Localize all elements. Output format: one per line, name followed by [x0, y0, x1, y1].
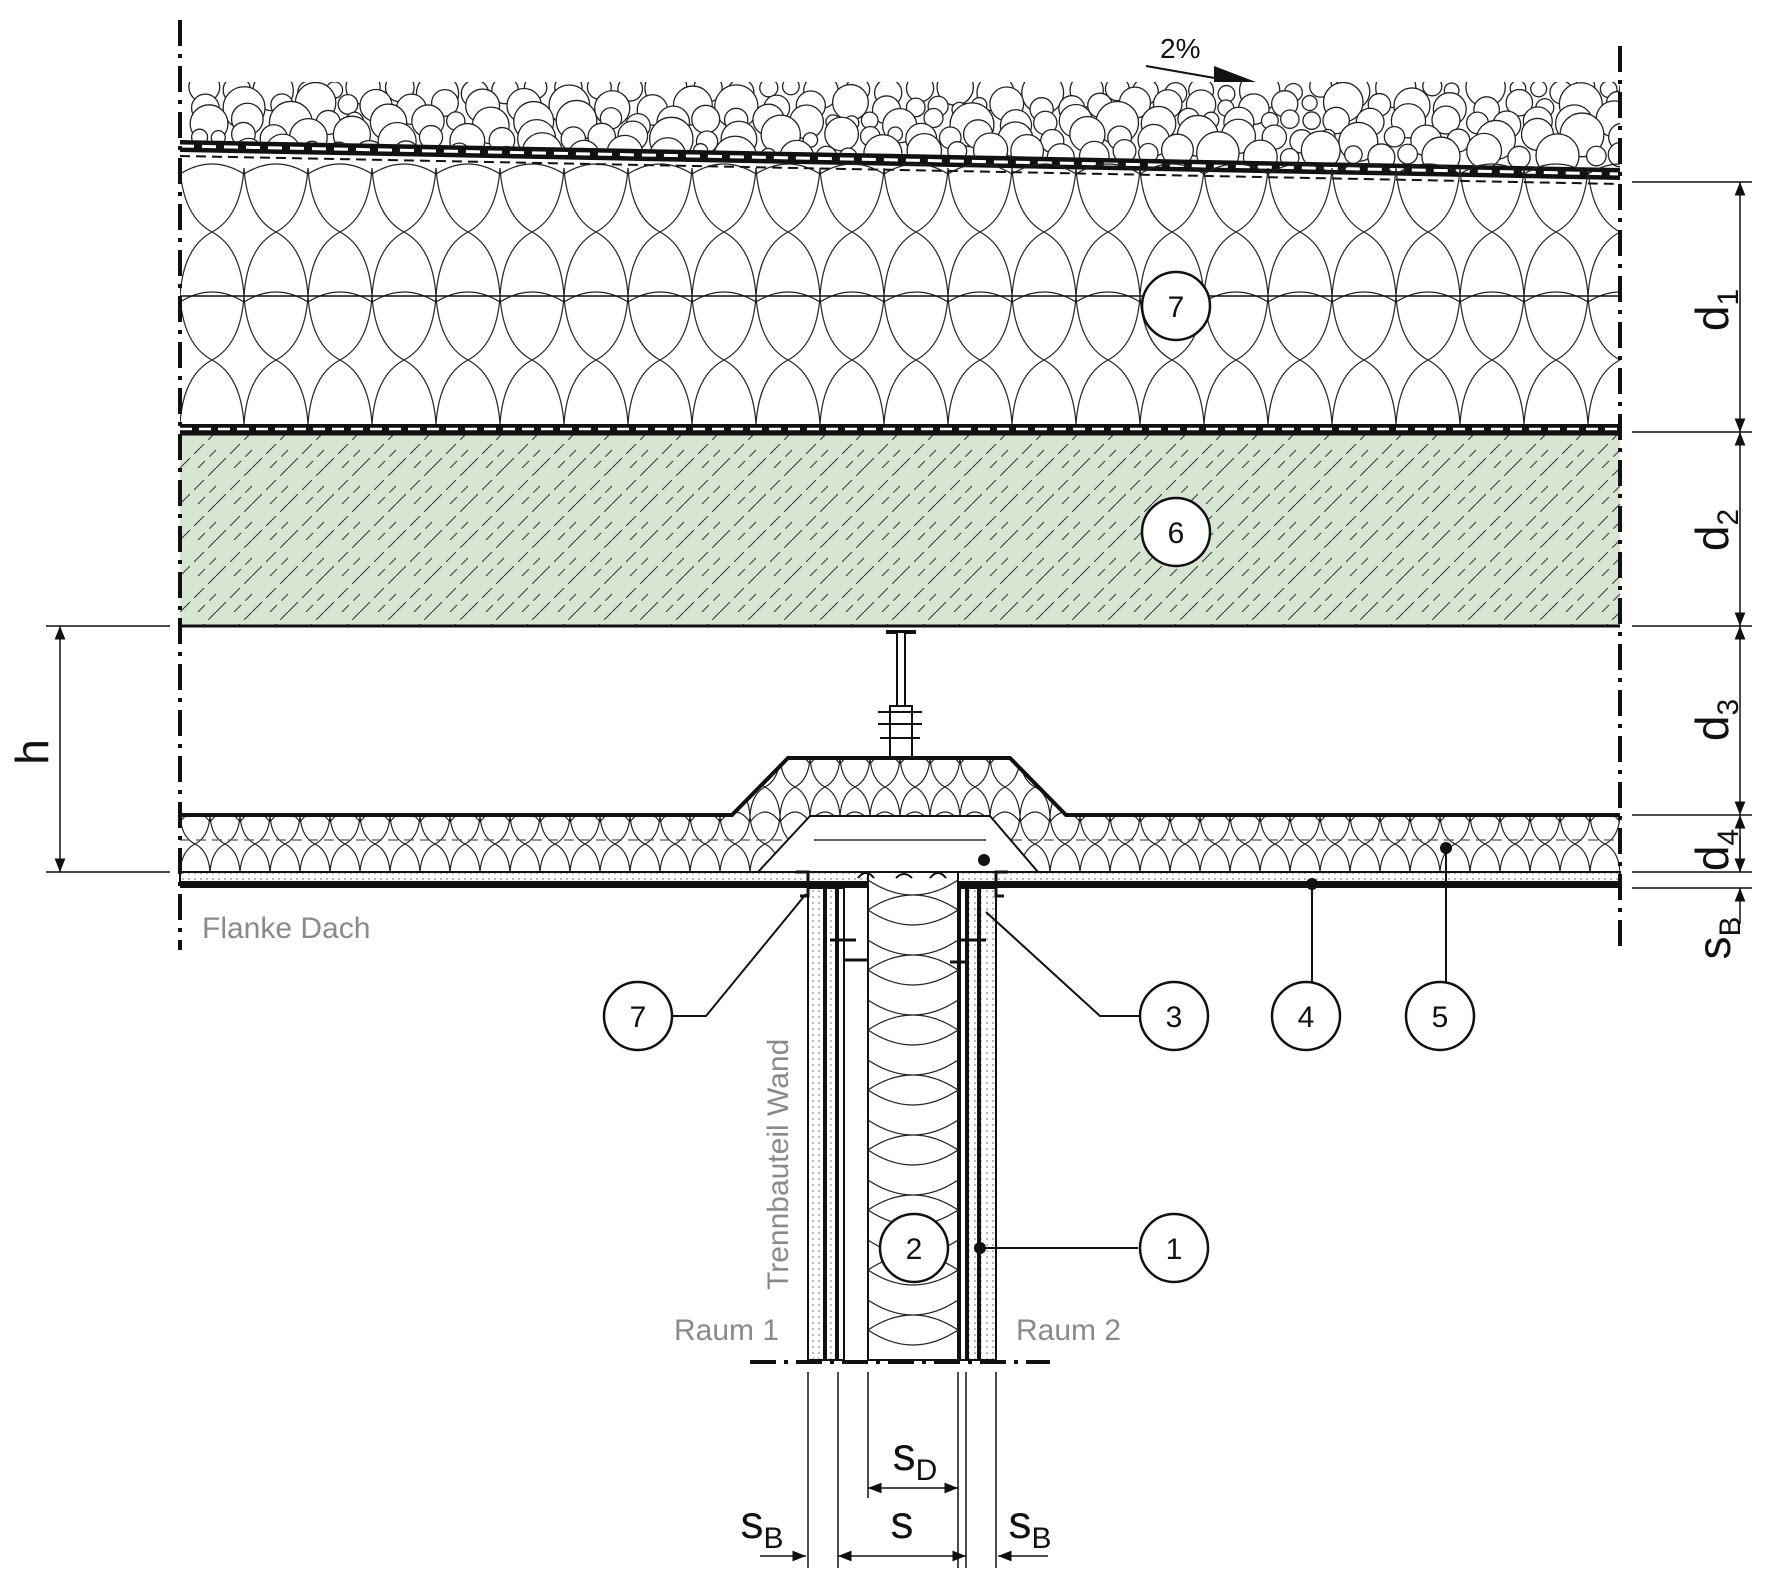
- callout-7-seal: 7: [602, 980, 674, 1052]
- svg-text:d3: d3: [1686, 699, 1745, 741]
- svg-text:7: 7: [1168, 291, 1185, 324]
- svg-text:5: 5: [1432, 1001, 1449, 1034]
- callout-2: 2: [878, 1212, 950, 1284]
- dim-label-sD: sD: [893, 1428, 938, 1487]
- svg-text:2: 2: [906, 1233, 923, 1266]
- break-lines: [178, 20, 1622, 1364]
- callout-5: 5: [1404, 980, 1476, 1052]
- concrete-slab: [180, 432, 1620, 628]
- callout-1: 1: [1138, 1212, 1210, 1284]
- callout-7-insulation: 7: [1140, 270, 1212, 342]
- dim-label-sB-bottom-right: sB: [1008, 1496, 1051, 1555]
- callout-4: 4: [1270, 980, 1342, 1052]
- vapour-barrier: [180, 424, 1620, 434]
- svg-text:1: 1: [1166, 1233, 1183, 1266]
- ceiling-mineral-wool: [180, 756, 1620, 873]
- leader-dots: [974, 842, 1452, 1254]
- dim-label-d1: d1: [1686, 289, 1745, 331]
- label-raum-1: Raum 1: [674, 1314, 779, 1347]
- label-trennbauteil-wand: Trennbauteil Wand: [762, 1039, 795, 1290]
- left-dimension-h: [46, 625, 170, 873]
- dim-label-d4: d4: [1686, 829, 1745, 871]
- slope-label: 2%: [1160, 33, 1200, 64]
- roof-insulation-layer: [180, 163, 1620, 425]
- right-dimension-chain: [1632, 181, 1752, 924]
- svg-text:d2: d2: [1686, 509, 1745, 551]
- svg-text:3: 3: [1166, 1001, 1183, 1034]
- dim-label-sB-right: sB: [1688, 916, 1747, 959]
- svg-text:d4: d4: [1686, 829, 1745, 871]
- dim-label-s: s: [891, 1496, 914, 1548]
- separating-wall: [796, 870, 1008, 1361]
- label-raum-2: Raum 2: [1016, 1314, 1121, 1347]
- gravel-layer: [186, 82, 1620, 168]
- dim-label-d3: d3: [1686, 699, 1745, 741]
- dim-label-h: h: [6, 739, 58, 765]
- dim-label-d2: d2: [1686, 509, 1745, 551]
- callout-3: 3: [1138, 980, 1210, 1052]
- svg-text:d1: d1: [1686, 289, 1745, 331]
- svg-text:sB: sB: [1688, 916, 1747, 959]
- svg-text:4: 4: [1298, 1001, 1315, 1034]
- label-flanke-dach: Flanke Dach: [202, 912, 370, 945]
- svg-text:h: h: [6, 739, 58, 765]
- bottom-dimension-chain: [760, 1372, 1048, 1568]
- slope-indicator: 2%: [1145, 33, 1256, 82]
- svg-text:7: 7: [630, 1001, 647, 1034]
- svg-text:6: 6: [1168, 517, 1185, 550]
- callout-6-concrete: 6: [1140, 496, 1212, 568]
- dim-label-sB-left: sB: [740, 1496, 783, 1555]
